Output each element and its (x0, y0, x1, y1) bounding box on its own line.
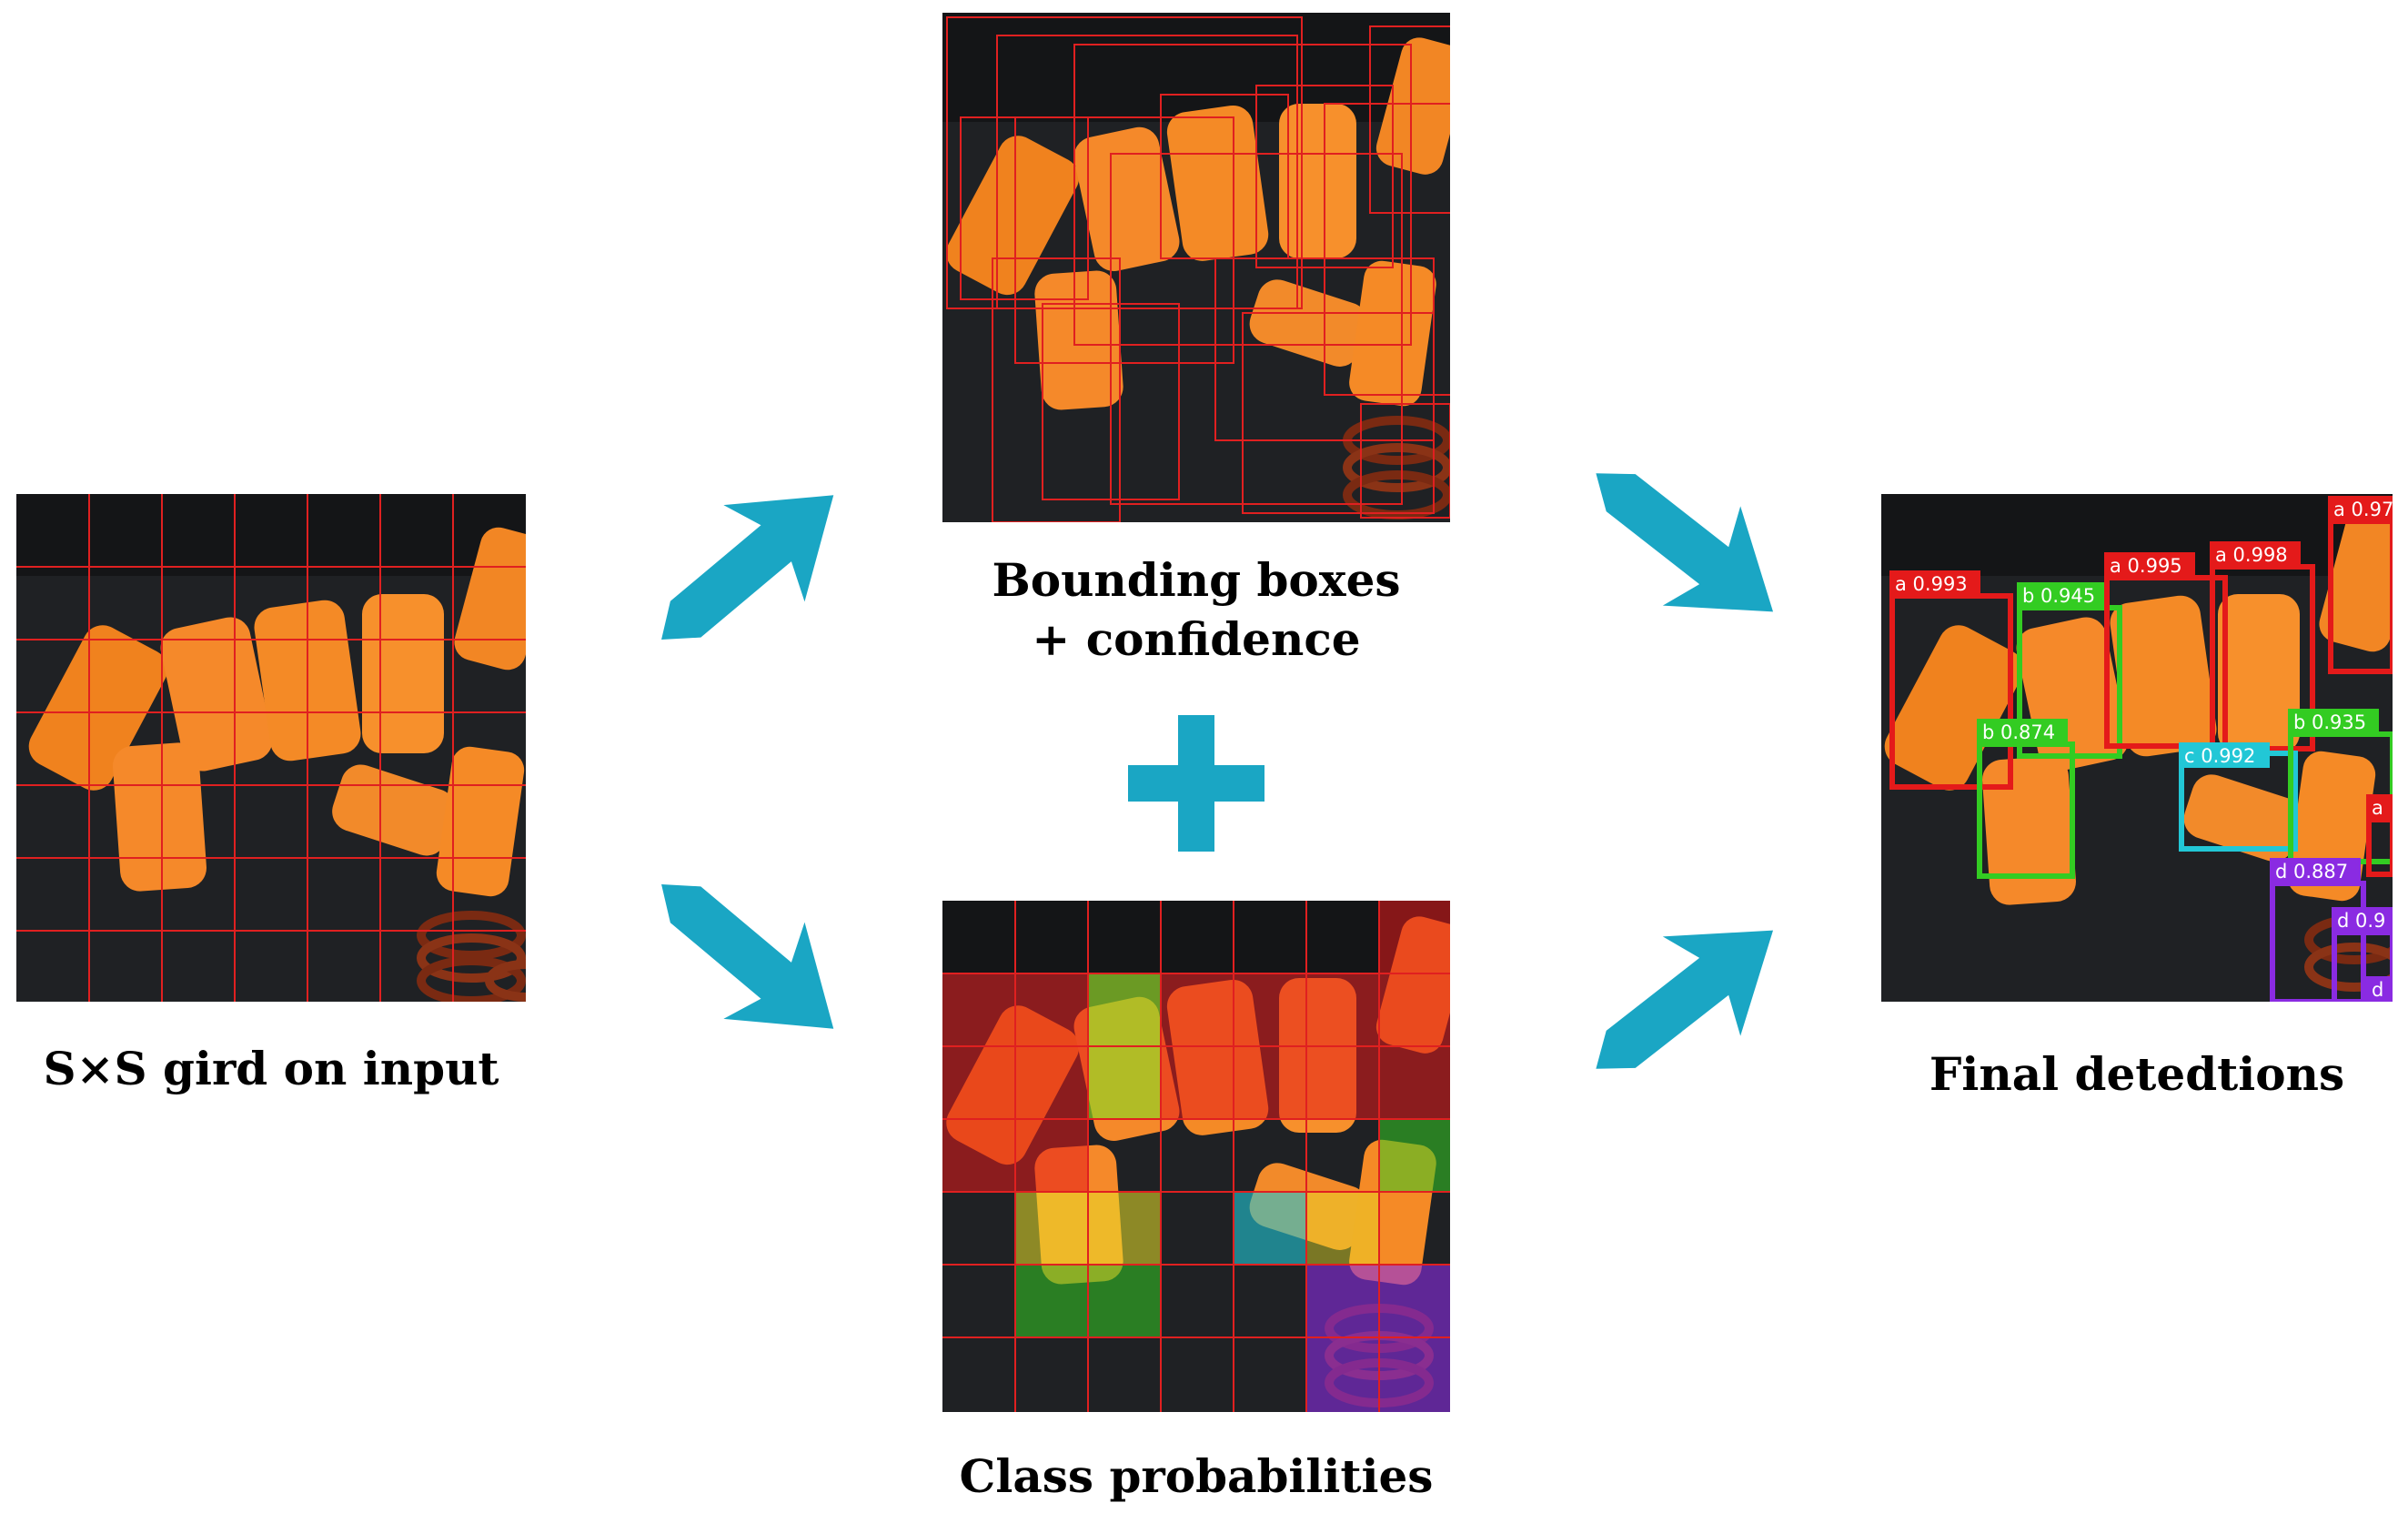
svg-text:a 0.995: a 0.995 (2110, 555, 2182, 577)
detection-b-3: b 0.935 (2288, 709, 2393, 864)
class-probabilities-panel (942, 901, 1450, 1412)
detection-a-4: a 0.97 (2328, 496, 2393, 674)
svg-text:b 0.935: b 0.935 (2293, 711, 2366, 733)
svg-text:a 0.993: a 0.993 (1895, 573, 1968, 595)
svg-text:a 0.998: a 0.998 (2215, 544, 2288, 566)
arrow-up-right-icon-2 (1596, 930, 1774, 1069)
svg-text:d 0.887: d 0.887 (2275, 861, 2348, 883)
detection-a-5: a (2366, 794, 2393, 877)
bounding-boxes-panel (942, 13, 1450, 522)
detection-a-2: a 0.995 (2104, 552, 2228, 749)
final-detections-illustration: a 0.993 b 0.945 a 0.995 a 0.998 a 0.97 b… (1881, 494, 2393, 1002)
detection-b-2: b 0.874 (1977, 719, 2075, 879)
final-detections-panel: a 0.993 b 0.945 a 0.995 a 0.998 a 0.97 b… (1881, 494, 2393, 1002)
svg-text:d 0.9: d 0.9 (2337, 910, 2385, 932)
caption-final: Final detedtions (1929, 1047, 2345, 1101)
candidate-boxes (946, 16, 1450, 522)
caption-classes: Class probabilities (959, 1449, 1434, 1503)
plus-icon (1128, 715, 1264, 852)
input-image-illustration (16, 494, 526, 1002)
detection-d-2: d 0.9 (2332, 907, 2393, 1002)
arrow-down-right-icon (661, 884, 834, 1029)
caption-boxes-line2: + confidence (1032, 612, 1361, 666)
input-image-grid-panel (16, 494, 526, 1002)
bounding-boxes-illustration (942, 13, 1450, 522)
arrow-up-right-icon (661, 495, 834, 640)
caption-boxes-line1: Bounding boxes (992, 553, 1401, 607)
svg-text:b 0.945: b 0.945 (2022, 585, 2095, 607)
detection-d-3: d (2366, 976, 2393, 1002)
capacitor-group (1884, 509, 2393, 992)
svg-text:a 0.97: a 0.97 (2333, 499, 2393, 520)
detection-a-1: a 0.993 (1889, 570, 2013, 790)
grid-lines (16, 494, 526, 1002)
svg-text:a: a (2372, 797, 2383, 819)
svg-text:d: d (2372, 979, 2383, 1001)
capacitor-group (28, 527, 526, 1002)
detection-d-1: d 0.887 (2270, 858, 2366, 1002)
svg-text:c 0.992: c 0.992 (2184, 745, 2255, 767)
grid-lines (942, 901, 1450, 1412)
arrow-down-right-icon-2 (1596, 473, 1774, 612)
detection-c-1: c 0.992 (2179, 742, 2298, 852)
svg-text:b 0.874: b 0.874 (1982, 721, 2055, 743)
detection-a-3: a 0.998 (2210, 541, 2315, 751)
caption-grid: S×S gird on input (43, 1042, 499, 1095)
class-probabilities-illustration (942, 901, 1450, 1412)
